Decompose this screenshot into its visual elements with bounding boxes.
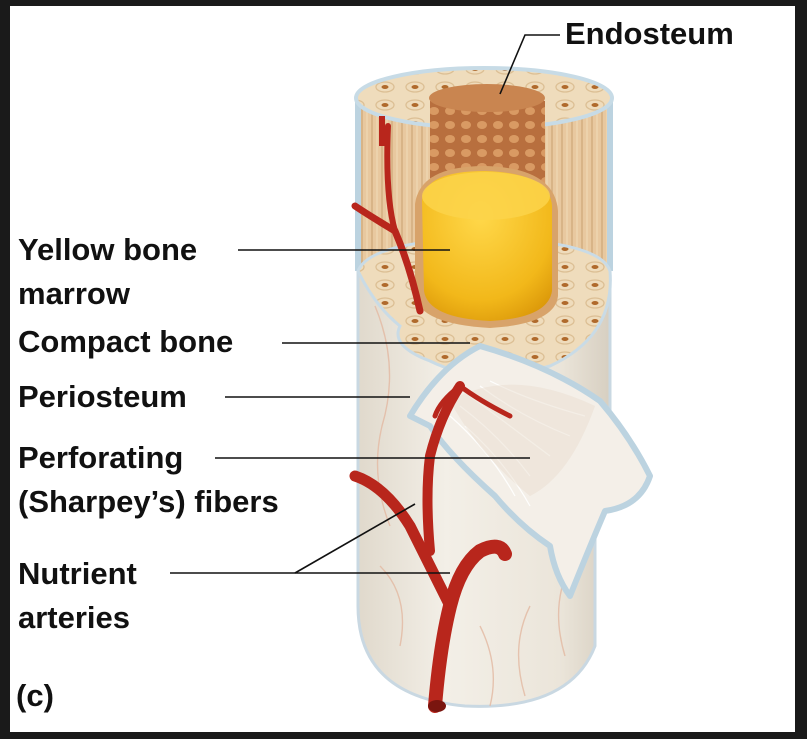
label-compact-bone: Compact bone [18, 324, 234, 359]
label-periosteum: Periosteum [18, 379, 187, 414]
long-bone-cross-section [170, 34, 653, 713]
label-yellow-bone-marrow-line1: Yellow bone [18, 232, 198, 267]
panel-letter: (c) [16, 678, 54, 713]
leader-lines [170, 34, 560, 574]
label-nutrient-arteries-line2: arteries [18, 600, 131, 635]
label-yellow-bone-marrow-line2: marrow [18, 276, 130, 311]
label-perforating-line2: (Sharpey’s) fibers [18, 484, 279, 519]
label-endosteum: Endosteum [565, 16, 734, 51]
diagram-panel: Endosteum Yellow bone marrow Compact bon… [10, 6, 795, 732]
artery-cut-end [428, 700, 446, 712]
label-perforating-line1: Perforating [18, 440, 184, 475]
nutrient-arteries [349, 123, 513, 713]
label-nutrient-arteries-line1: Nutrient [18, 556, 137, 591]
